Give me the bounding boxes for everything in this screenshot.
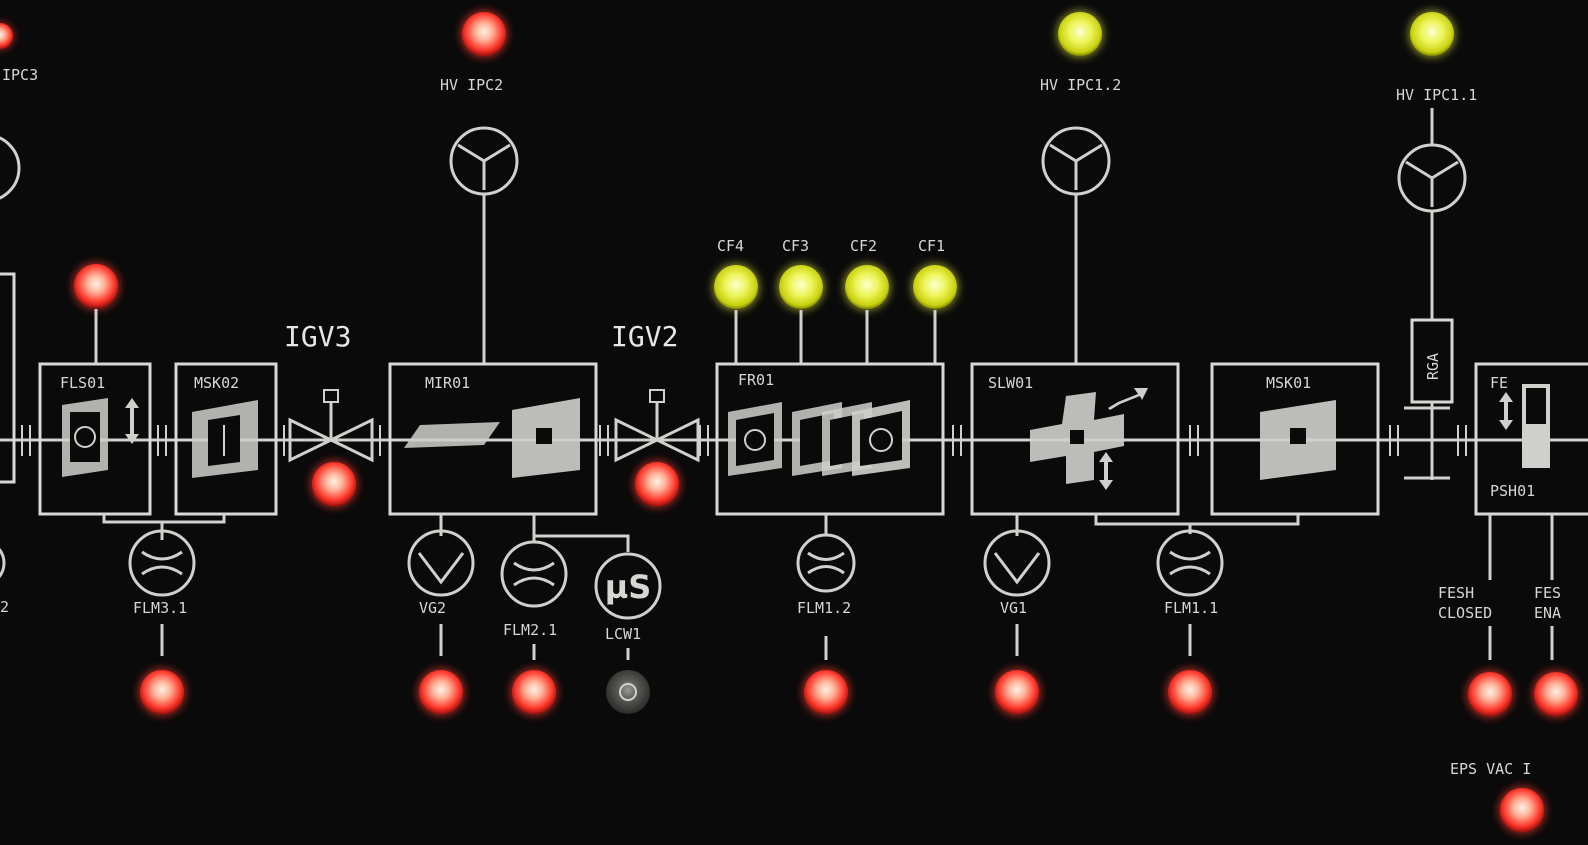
igv3-lamp bbox=[312, 462, 356, 506]
left-gauge-icon bbox=[0, 547, 6, 579]
fls01-label: FLS01 bbox=[60, 374, 105, 392]
fls01-lamp bbox=[74, 264, 118, 308]
igv3-label: IGV3 bbox=[284, 320, 351, 353]
fls01-box bbox=[38, 362, 152, 516]
left-partial-box bbox=[0, 272, 16, 484]
flm11-lamp bbox=[1168, 670, 1212, 714]
hv-ipc11-pump-icon bbox=[1397, 143, 1467, 213]
lcw1-label: LCW1 bbox=[605, 625, 641, 643]
cf4-lamp bbox=[714, 265, 758, 309]
eps-vac-label: EPS VAC I bbox=[1450, 760, 1531, 778]
fesh-ena-label-1: FES bbox=[1534, 584, 1561, 602]
igv2-lamp bbox=[635, 462, 679, 506]
flm21-lamp bbox=[512, 670, 556, 714]
cf1-label: CF1 bbox=[918, 237, 945, 255]
hv-ipc2-label: HV IPC2 bbox=[440, 76, 503, 94]
hv-ipc12-label: HV IPC1.2 bbox=[1040, 76, 1121, 94]
flm31-bracket bbox=[102, 514, 226, 524]
vg1-gauge-icon bbox=[983, 529, 1051, 597]
msk02-mask-icon bbox=[192, 400, 258, 478]
fesh-closed-label-1: FESH bbox=[1438, 584, 1474, 602]
cf3-lamp bbox=[779, 265, 823, 309]
msk01-box bbox=[1210, 362, 1380, 516]
hv-ipc12-pump-icon bbox=[1041, 126, 1111, 196]
flm12-label: FLM1.2 bbox=[797, 599, 851, 617]
flm21-label: FLM2.1 bbox=[503, 621, 557, 639]
fr01-label: FR01 bbox=[738, 371, 774, 389]
msk01-mask-icon bbox=[1260, 400, 1336, 480]
flm31-label: FLM3.1 bbox=[133, 599, 187, 617]
cf1-lamp bbox=[913, 265, 957, 309]
flm12-flowmeter-icon bbox=[796, 533, 856, 593]
fesh-closed-label-2: CLOSED bbox=[1438, 604, 1492, 622]
fls01-screen-icon bbox=[62, 398, 139, 477]
fr01-box bbox=[715, 362, 945, 516]
vg1-label: VG1 bbox=[1000, 599, 1027, 617]
ipc3-pump-icon bbox=[0, 136, 21, 200]
psh01-label: PSH01 bbox=[1490, 482, 1535, 500]
cf3-label: CF3 bbox=[782, 237, 809, 255]
lcw1-us-glyph: µS bbox=[605, 568, 652, 606]
fe-shutter-icon bbox=[1499, 384, 1550, 468]
rga-label: RGA bbox=[1424, 353, 1442, 380]
mir01-label: MIR01 bbox=[425, 374, 470, 392]
vg2-label: VG2 bbox=[419, 599, 446, 617]
ipc3-label: IPC3 bbox=[2, 66, 38, 84]
flm31-lamp bbox=[140, 670, 184, 714]
ipc3-indicator-lamp bbox=[0, 23, 13, 49]
slw01-box bbox=[970, 362, 1180, 516]
igv2-valve-icon bbox=[614, 389, 700, 463]
flm31-flowmeter-icon bbox=[128, 529, 196, 597]
hv-ipc11-label: HV IPC1.1 bbox=[1396, 86, 1477, 104]
flm11-flowmeter-icon bbox=[1156, 529, 1224, 597]
vg2-lamp bbox=[419, 670, 463, 714]
hv-ipc2-lamp bbox=[462, 12, 506, 56]
fesh-enable-lamp bbox=[1534, 672, 1578, 716]
slw01-label: SLW01 bbox=[988, 374, 1033, 392]
msk02-box bbox=[174, 362, 278, 516]
msk02-label: MSK02 bbox=[194, 374, 239, 392]
flm21-flowmeter-icon bbox=[500, 540, 568, 608]
mir01-mirror-icon bbox=[404, 398, 580, 478]
mir01-bracket bbox=[532, 514, 630, 552]
flm12-lamp bbox=[804, 670, 848, 714]
fr01-filters-icon bbox=[728, 400, 910, 476]
vg2-gauge-icon bbox=[407, 529, 475, 597]
vg1-lamp bbox=[995, 670, 1039, 714]
cf4-label: CF4 bbox=[717, 237, 744, 255]
cf2-lamp bbox=[845, 265, 889, 309]
hv-ipc2-pump-icon bbox=[449, 126, 519, 196]
hv-ipc11-lamp bbox=[1410, 12, 1454, 56]
eps-vac-lamp bbox=[1500, 788, 1544, 832]
slw01-slits-icon bbox=[1030, 388, 1148, 490]
flm11-label: FLM1.1 bbox=[1164, 599, 1218, 617]
igv2-label: IGV2 bbox=[611, 320, 678, 353]
igv3-valve-icon bbox=[288, 389, 374, 463]
cf2-label: CF2 bbox=[850, 237, 877, 255]
mir01-box bbox=[388, 362, 598, 516]
left-edge-label: 2 bbox=[0, 598, 9, 616]
lcw1-lamp bbox=[606, 670, 650, 714]
hv-ipc12-lamp bbox=[1058, 12, 1102, 56]
lcw1-conductivity-icon: µS bbox=[594, 552, 662, 620]
fesh-ena-label-2: ENA bbox=[1534, 604, 1561, 622]
fe-label: FE bbox=[1490, 374, 1508, 392]
fesh-closed-lamp bbox=[1468, 672, 1512, 716]
flm11-bracket bbox=[1094, 514, 1300, 526]
psh01-box bbox=[1474, 362, 1588, 516]
msk01-label: MSK01 bbox=[1266, 374, 1311, 392]
